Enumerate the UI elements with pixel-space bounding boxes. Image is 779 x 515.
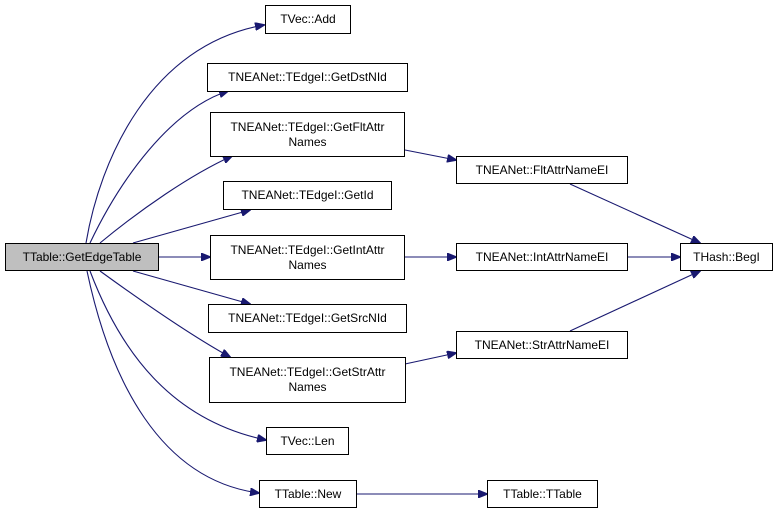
edge-to-vec-add <box>85 25 264 244</box>
node-get-src-nid[interactable]: TNEANet::TEdgeI::GetSrcNId <box>208 304 407 333</box>
node-label: TNEANet::TEdgeI::GetId <box>241 188 374 202</box>
node-table-ctor[interactable]: TTable::TTable <box>487 480 598 508</box>
edge-str-to-str-name <box>404 353 456 365</box>
edge-to-table-new <box>86 270 259 493</box>
node-label: Names <box>288 380 327 394</box>
edge-to-get-dst <box>89 91 228 244</box>
node-label: TNEANet::TEdgeI::GetStrAttr <box>229 365 386 379</box>
node-label: TTable::GetEdgeTable <box>22 249 142 264</box>
node-label: TNEANet::TEdgeI::GetSrcNId <box>228 311 387 325</box>
node-int-attr-name-ei[interactable]: TNEANet::IntAttrNameEI <box>456 243 628 271</box>
node-vec-add[interactable]: TVec::Add <box>265 5 351 34</box>
node-label: THash::BegI <box>693 249 760 264</box>
node-str-attr-name-ei[interactable]: TNEANet::StrAttrNameEI <box>456 331 628 359</box>
edge-flt-name-to-hash <box>569 183 700 243</box>
edge-to-get-str <box>99 270 230 357</box>
node-label: TNEANet::StrAttrNameEI <box>474 337 610 352</box>
node-label: TNEANet::TEdgeI::GetDstNId <box>228 70 387 84</box>
node-label: TVec::Len <box>280 433 335 448</box>
edge-str-name-to-hash <box>569 271 700 332</box>
edge-flt-to-flt-name <box>404 149 456 160</box>
node-root-get-edge-table: TTable::GetEdgeTable <box>5 243 159 271</box>
node-get-dst-nid[interactable]: TNEANet::TEdgeI::GetDstNId <box>207 63 408 92</box>
node-label: TTable::TTable <box>503 486 582 501</box>
node-label: TNEANet::TEdgeI::GetIntAttr <box>230 242 385 257</box>
node-flt-attr-name-ei[interactable]: TNEANet::FltAttrNameEI <box>456 156 628 184</box>
edge-to-get-src <box>132 270 250 304</box>
node-label: TTable::New <box>274 486 342 501</box>
edge-to-get-flt <box>99 156 232 244</box>
node-label: TNEANet::IntAttrNameEI <box>475 249 609 264</box>
node-label: TNEANet::TEdgeI::GetFltAttr <box>230 119 385 134</box>
node-get-id[interactable]: TNEANet::TEdgeI::GetId <box>223 181 392 210</box>
node-label: Names <box>288 257 327 272</box>
edge-to-vec-len <box>89 270 266 440</box>
node-label: TNEANet::FltAttrNameEI <box>475 162 609 177</box>
node-table-new[interactable]: TTable::New <box>259 480 357 508</box>
node-label: Names <box>288 134 327 149</box>
node-label: TVec::Add <box>280 12 336 26</box>
node-hash-begi[interactable]: THash::BegI <box>680 243 773 271</box>
node-vec-len[interactable]: TVec::Len <box>266 427 349 455</box>
edge-to-get-id <box>132 210 250 244</box>
